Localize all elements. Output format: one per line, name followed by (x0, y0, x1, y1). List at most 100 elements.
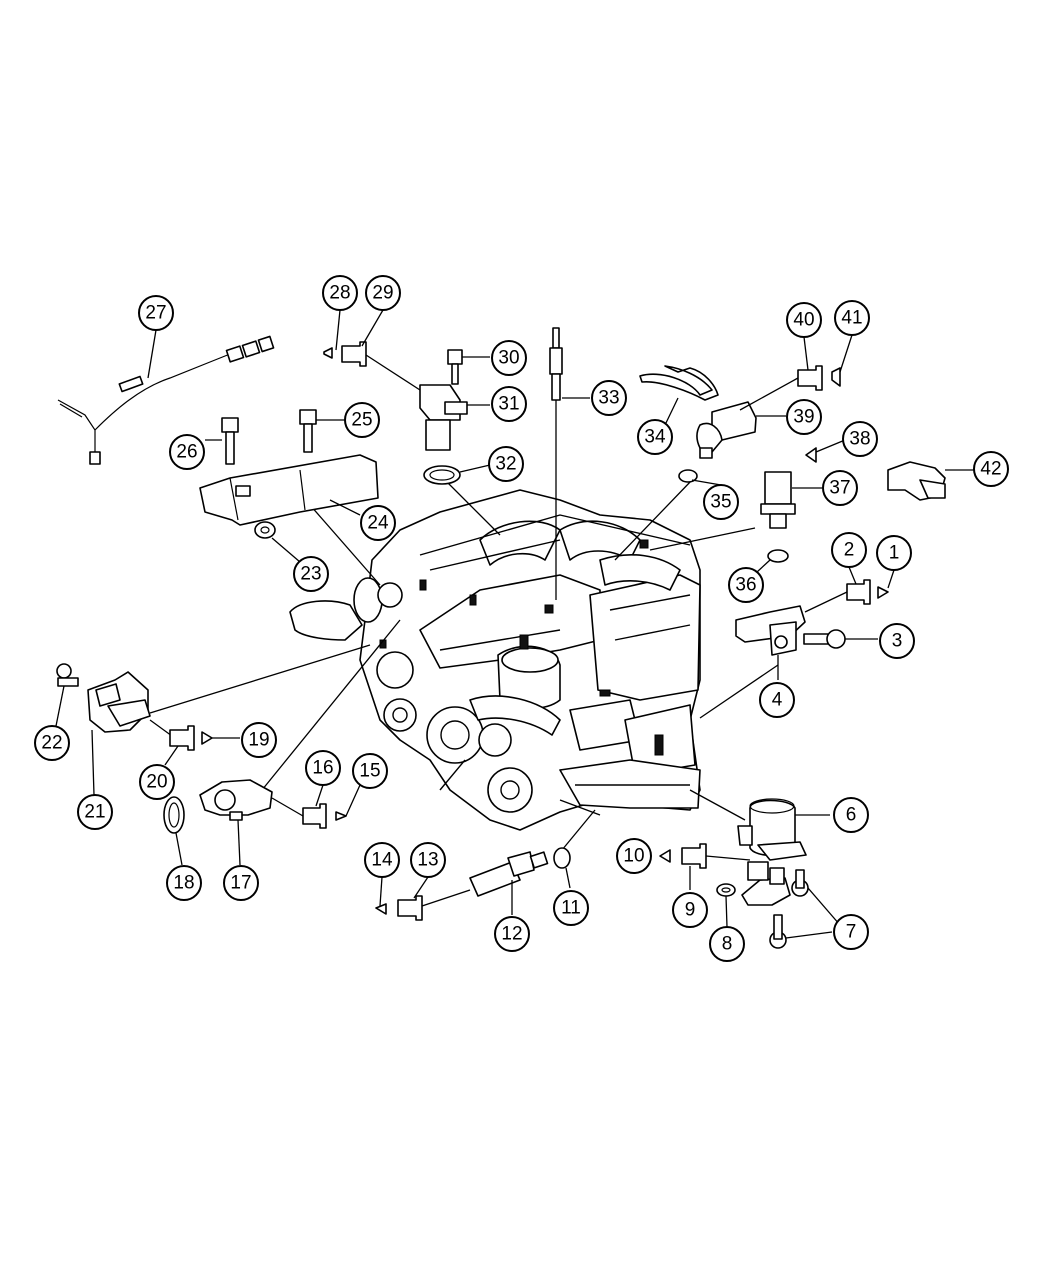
callout-10: 10 (616, 838, 652, 874)
svg-text:33: 33 (598, 388, 619, 409)
callout-1: 1 (876, 535, 912, 571)
svg-text:22: 22 (41, 733, 62, 754)
callout-leaders (147, 309, 895, 928)
o-ring-icon (423, 464, 491, 485)
callout-23: 23 (293, 556, 329, 592)
svg-text:4: 4 (772, 690, 783, 711)
svg-text:9: 9 (685, 900, 696, 921)
callout-30: 30 (491, 340, 527, 376)
callout-20: 20 (139, 764, 175, 800)
callout-16: 16 (305, 750, 341, 786)
svg-text:10: 10 (623, 846, 644, 867)
callout-35: 35 (703, 484, 739, 520)
connector-icon (271, 784, 361, 829)
svg-text:36: 36 (735, 575, 756, 596)
callout-19: 19 (241, 722, 277, 758)
bolt-icon (791, 869, 841, 926)
svg-text:37: 37 (829, 478, 850, 499)
callout-31: 31 (491, 386, 527, 422)
bolt-icon (55, 663, 79, 727)
callout-33: 33 (591, 380, 627, 416)
callout-14: 14 (364, 842, 400, 878)
svg-text:14: 14 (371, 850, 393, 871)
connector-icon (804, 579, 889, 613)
svg-text:24: 24 (367, 513, 389, 534)
svg-text:28: 28 (329, 283, 350, 304)
svg-text:15: 15 (359, 761, 380, 782)
callout-40: 40 (786, 302, 822, 338)
svg-text:19: 19 (248, 730, 269, 751)
o-ring-icon (756, 549, 789, 573)
camshaft-position-sensor-icon (735, 605, 806, 680)
heat-shield-icon (639, 365, 719, 426)
sensor-icon (696, 401, 786, 459)
glow-plug-icon (549, 327, 590, 401)
svg-text:34: 34 (644, 427, 666, 448)
exhaust-temperature-sensor-icon (57, 335, 275, 465)
svg-text:17: 17 (230, 873, 251, 894)
engine-assembly-icon (289, 489, 701, 831)
crankshaft-sensor-icon (87, 671, 173, 796)
svg-text:6: 6 (846, 805, 857, 826)
sensor-icon (199, 779, 273, 866)
callout-4: 4 (759, 682, 795, 718)
svg-text:32: 32 (495, 454, 516, 475)
bolt-icon (803, 629, 878, 649)
svg-text:21: 21 (84, 802, 105, 823)
callout-7: 7 (833, 914, 869, 950)
sensor-bracket-icon (741, 861, 791, 906)
svg-text:42: 42 (980, 459, 1001, 480)
callout-28: 28 (322, 275, 358, 311)
o-ring-icon (163, 796, 185, 866)
callout-25: 25 (344, 402, 380, 438)
connector-icon (739, 365, 841, 411)
callout-42: 42 (973, 451, 1009, 487)
callout-34: 34 (637, 419, 673, 455)
svg-text:25: 25 (351, 410, 372, 431)
svg-text:40: 40 (793, 310, 814, 331)
svg-text:3: 3 (892, 631, 903, 652)
callout-layer: 1 2 3 4 6 7 8 9 10 11 12 13 14 15 16 17 … (34, 275, 1009, 962)
bracket-icon (199, 454, 379, 526)
bolt-icon (447, 349, 490, 385)
svg-text:35: 35 (710, 492, 731, 513)
callout-26: 26 (169, 434, 205, 470)
callout-9: 9 (672, 892, 708, 928)
svg-text:27: 27 (145, 303, 166, 324)
o-ring-icon (678, 469, 698, 483)
connector-icon (659, 843, 751, 890)
svg-text:12: 12 (501, 924, 522, 945)
callout-11: 11 (553, 890, 589, 926)
callout-12: 12 (494, 916, 530, 952)
svg-text:29: 29 (372, 283, 393, 304)
svg-text:20: 20 (146, 772, 167, 793)
callout-8: 8 (709, 926, 745, 962)
callout-38: 38 (842, 421, 878, 457)
callout-39: 39 (786, 399, 822, 435)
callout-2: 2 (831, 532, 867, 568)
callout-32: 32 (488, 446, 524, 482)
bolt-icon (769, 914, 833, 949)
callout-27: 27 (138, 295, 174, 331)
callout-13: 13 (410, 842, 446, 878)
camshaft-sensor-icon (419, 384, 490, 451)
svg-text:2: 2 (844, 540, 855, 561)
svg-text:31: 31 (498, 394, 519, 415)
svg-text:18: 18 (173, 873, 194, 894)
callout-18: 18 (166, 865, 202, 901)
svg-text:38: 38 (849, 429, 870, 450)
sensor-icon (737, 798, 830, 861)
sensor-icon (887, 461, 975, 501)
nut-icon (254, 521, 301, 563)
svg-text:1: 1 (889, 543, 900, 564)
connector-icon (323, 341, 421, 391)
callout-3: 3 (879, 623, 915, 659)
callout-15: 15 (352, 753, 388, 789)
callout-17: 17 (223, 865, 259, 901)
pressure-sensor-icon (760, 471, 822, 529)
callout-24: 24 (360, 505, 396, 541)
terminal-icon (805, 439, 846, 463)
callout-22: 22 (34, 725, 70, 761)
svg-text:13: 13 (417, 850, 438, 871)
